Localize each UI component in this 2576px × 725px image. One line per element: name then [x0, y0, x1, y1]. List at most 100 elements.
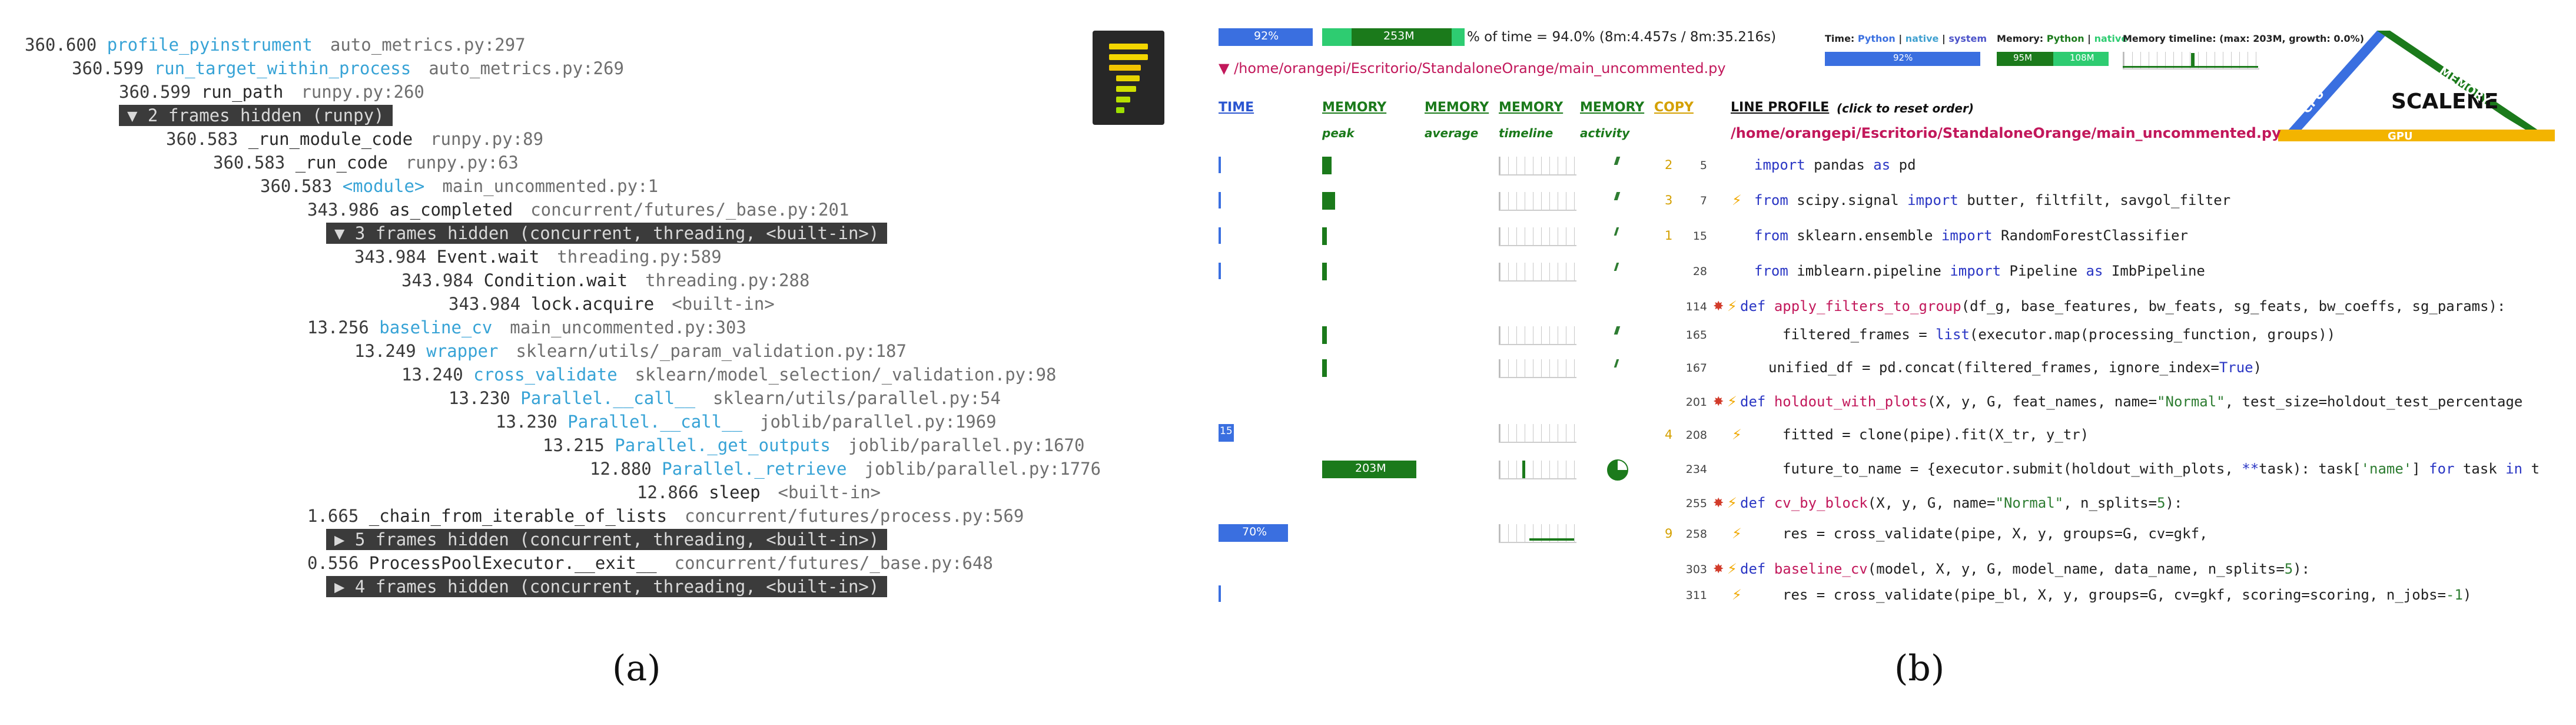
file-path[interactable]: ▼ /home/orangepi/Escritorio/StandaloneOr…: [1219, 60, 1726, 77]
lightning-icon[interactable]: ⚡: [1727, 495, 1737, 511]
frame-function: Event.wait: [436, 247, 540, 267]
code-token: scipy.signal: [1788, 192, 1908, 208]
frame-time: 343.984: [354, 247, 427, 267]
hidden-frames-toggle[interactable]: ▶ 4 frames hidden (concurrent, threading…: [326, 575, 888, 598]
frame-function: ProcessPoolExecutor.__exit__: [369, 553, 657, 573]
code-token: 5: [2157, 495, 2166, 511]
mem-legend-bar-native: [2053, 52, 2109, 66]
line-number: 311: [1685, 589, 1707, 602]
header-memory-activity[interactable]: MEMORY: [1580, 100, 1645, 115]
frame-function: _chain_from_iterable_of_lists: [369, 506, 668, 526]
code-line[interactable]: def apply_filters_to_group(df_g, base_fe…: [1740, 298, 2505, 315]
scalene-panel: 92% 253M % of time = 94.0% (8m:4.457s / …: [1207, 0, 2576, 689]
code-line[interactable]: unified_df = pd.concat(filtered_frames, …: [1768, 359, 2262, 376]
hidden-frames-toggle[interactable]: ▶ 5 frames hidden (concurrent, threading…: [326, 528, 888, 551]
lightning-icon[interactable]: ⚡: [1732, 587, 1742, 603]
header-memory-average[interactable]: MEMORY: [1425, 100, 1489, 115]
time-bar-258: [1219, 524, 1288, 542]
lightning-icon[interactable]: ⚡: [1727, 561, 1737, 577]
code-token: baseline_cv: [1774, 561, 1868, 577]
code-line[interactable]: filtered_frames = list(executor.map(proc…: [1782, 326, 2335, 343]
frame-time: 12.866: [637, 482, 699, 502]
frame-row[interactable]: 360.583 <module>main_uncommented.py:1: [260, 174, 658, 198]
frame-function: _run_module_code: [248, 129, 413, 149]
hidden-frames-toggle[interactable]: ▼ 3 frames hidden (concurrent, threading…: [326, 221, 888, 245]
code-token: [1765, 495, 1774, 511]
code-line[interactable]: fitted = clone(pipe).fit(X_tr, y_tr): [1782, 426, 2089, 443]
sub-peak: peak: [1322, 126, 1355, 140]
code-line[interactable]: from imblearn.pipeline import Pipeline a…: [1754, 263, 2205, 279]
mem-summary-peak: 253M: [1383, 29, 1415, 42]
cpu-summary-bar: [1219, 28, 1313, 46]
code-token: True: [2219, 359, 2253, 376]
code-line[interactable]: from scipy.signal import butter, filtfil…: [1754, 192, 2230, 208]
activity-15: [1614, 227, 1619, 236]
explosion-icon[interactable]: ✸: [1713, 562, 1724, 577]
code-line[interactable]: future_to_name = {executor.submit(holdou…: [1782, 461, 2540, 477]
explosion-icon[interactable]: ✸: [1713, 299, 1724, 314]
frame-location: auto_metrics.py:269: [429, 58, 624, 78]
timeline-5: [1499, 157, 1576, 176]
code-token: (df_g, base_features, bw_feats, sg_feats…: [1961, 298, 2506, 315]
code-token: butter, filtfilt, savgol_filter: [1958, 192, 2231, 208]
frame-time: 13.256: [307, 317, 369, 337]
frame-row[interactable]: 13.230 Parallel.__call__joblib/parallel.…: [496, 410, 997, 433]
code-line[interactable]: import pandas as pd: [1754, 157, 1916, 173]
lightning-icon[interactable]: ⚡: [1732, 192, 1742, 208]
frame-location: joblib/parallel.py:1969: [760, 412, 997, 432]
frame-function: lock.acquire: [530, 294, 655, 314]
frame-location: <built-in>: [778, 482, 881, 502]
explosion-icon[interactable]: ✸: [1713, 395, 1724, 409]
header-memory-timeline[interactable]: MEMORY: [1499, 100, 1563, 115]
lightning-icon[interactable]: ⚡: [1732, 525, 1742, 542]
frame-time: 1.665: [307, 506, 359, 526]
code-token: ):: [2293, 561, 2311, 577]
lightning-icon[interactable]: ⚡: [1732, 426, 1742, 443]
frame-location: auto_metrics.py:297: [330, 35, 526, 55]
header-reset-order[interactable]: (click to reset order): [1837, 101, 1974, 115]
frame-time: 343.984: [401, 270, 474, 290]
code-line[interactable]: def cv_by_block(X, y, G, name="Normal", …: [1740, 495, 2182, 511]
lightning-icon[interactable]: ⚡: [1727, 298, 1737, 315]
header-line-profile[interactable]: LINE PROFILE: [1731, 100, 1830, 115]
lightning-icon[interactable]: ⚡: [1727, 393, 1737, 410]
frame-time: 0.556: [307, 553, 359, 573]
code-line[interactable]: res = cross_validate(pipe_bl, X, y, grou…: [1782, 587, 2471, 603]
timeline-258-line: [1529, 538, 1574, 541]
hidden-frames-label: ▶ 4 frames hidden (concurrent, threading…: [326, 576, 888, 597]
hidden-frames-toggle[interactable]: ▼ 2 frames hidden (runpy): [119, 104, 393, 127]
code-line[interactable]: def holdout_with_plots(X, y, G, feat_nam…: [1740, 393, 2522, 410]
timeline-15: [1499, 227, 1576, 246]
code-line[interactable]: from sklearn.ensemble import RandomFores…: [1754, 227, 2188, 244]
frame-function: run_target_within_process: [154, 58, 411, 78]
header-time[interactable]: TIME: [1219, 100, 1254, 115]
explosion-icon[interactable]: ✸: [1713, 496, 1724, 511]
frame-row[interactable]: 12.866 sleep<built-in>: [637, 481, 881, 504]
code-line[interactable]: res = cross_validate(pipe, X, y, groups=…: [1782, 525, 2207, 542]
frame-row[interactable]: 13.230 Parallel.__call__sklearn/utils/pa…: [449, 386, 1001, 410]
header-copy[interactable]: COPY: [1654, 100, 1694, 115]
frame-function: Parallel.__call__: [520, 388, 696, 408]
frame-row[interactable]: 343.984 lock.acquire<built-in>: [449, 292, 775, 316]
code-line[interactable]: def baseline_cv(model, X, y, G, model_na…: [1740, 561, 2310, 577]
mem-timeline-label: Memory timeline: (max: 203M, growth: 0.0…: [2123, 33, 2365, 44]
header-memory-peak[interactable]: MEMORY: [1322, 100, 1387, 115]
frame-row[interactable]: 0.556 ProcessPoolExecutor.__exit__concur…: [307, 551, 993, 575]
code-token: as: [1873, 157, 1891, 173]
frame-time: 12.880: [590, 459, 652, 479]
code-token: **: [2242, 461, 2259, 477]
